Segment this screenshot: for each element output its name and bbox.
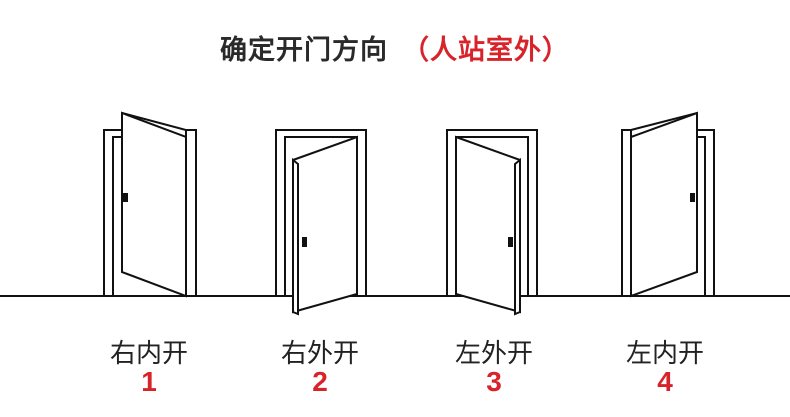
door-3-leaf-edge [514, 157, 521, 316]
diagram-title: 确定开门方向 （人站室外） [0, 28, 790, 67]
door-4 [621, 111, 715, 298]
door-3-handle [508, 237, 513, 247]
door-3-leaf [455, 135, 521, 314]
door-3-number: 3 [486, 366, 502, 397]
door-3 [446, 129, 538, 316]
door-1 [103, 111, 197, 298]
door-1-number: 1 [141, 366, 157, 397]
door-4-label: 左内开 [625, 339, 704, 369]
door-1-label: 右内开 [109, 339, 188, 369]
door-2-handle [302, 237, 307, 247]
door-2 [275, 129, 367, 316]
door-2-leaf-edge [292, 157, 299, 316]
title-main: 确定开门方向 [220, 35, 388, 66]
door-4-leaf [630, 111, 698, 298]
door-4-handle [690, 193, 695, 202]
door-2-leaf [292, 135, 358, 314]
title-subtitle: （人站室外） [402, 35, 570, 66]
door-4-number: 4 [657, 366, 673, 397]
door-1-handle [123, 193, 128, 202]
door-1-leaf [121, 111, 187, 298]
door-2-number: 2 [312, 366, 328, 397]
door-3-label: 左外开 [454, 339, 533, 369]
door-2-label: 右外开 [280, 339, 359, 369]
